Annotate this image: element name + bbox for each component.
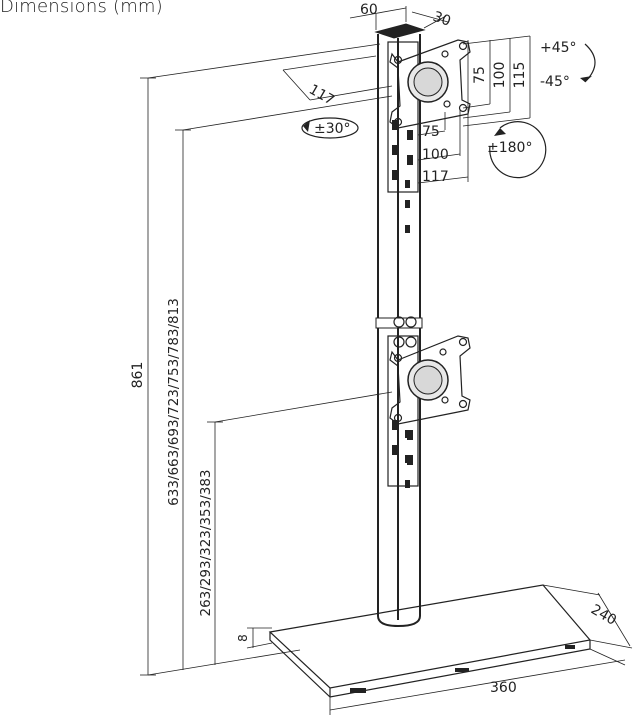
rotate-arrow-icon: [489, 121, 547, 179]
label-vesa-width-100: 100: [422, 147, 449, 163]
dimension-upper-mount: [175, 95, 393, 670]
stand-base: [268, 584, 592, 698]
label-pole-depth: 30: [431, 9, 453, 30]
dimension-base-thickness: [246, 627, 273, 649]
label-vesa-width-75: 75: [422, 124, 440, 140]
label-tilt-up: +45°: [540, 40, 577, 56]
dimension-arm-offset: [282, 55, 393, 101]
label-total-height: 861: [130, 362, 146, 389]
label-vesa-height-100: 100: [492, 62, 508, 89]
swivel-arrow-icon: [301, 117, 359, 139]
tilt-arrow-icon: [580, 43, 596, 83]
label-vesa-height-75: 75: [472, 66, 488, 84]
label-upper-mount-heights: 633/663/693/723/753/783/813: [166, 298, 182, 506]
label-lower-mount-heights: 263/293/323/353/383: [198, 469, 214, 616]
label-vesa-height-115: 115: [512, 62, 528, 89]
label-arm-offset: 117: [306, 82, 337, 109]
dimension-vesa-horizontal: [417, 108, 469, 184]
lower-vesa-mount: [387, 335, 471, 487]
upper-vesa-mount: [387, 39, 471, 193]
label-swivel: ±30°: [314, 121, 351, 137]
stand-pole: [374, 23, 426, 628]
diagram-title: Dimensions (mm): [0, 0, 163, 17]
dimension-vesa-vertical: [462, 35, 531, 127]
dimension-total-height: [140, 43, 381, 676]
dimension-pole-top: [349, 6, 449, 30]
label-rotate: ±180°: [487, 140, 532, 156]
label-base-width: 360: [490, 680, 517, 696]
dimension-lower-mount: [207, 391, 393, 665]
label-tilt-down: -45°: [540, 74, 570, 90]
dimension-base: [329, 584, 633, 715]
label-base-thickness: 8: [236, 634, 250, 642]
label-vesa-width-117: 117: [422, 169, 449, 185]
label-pole-width: 60: [360, 2, 378, 18]
label-base-depth: 240: [588, 602, 619, 629]
